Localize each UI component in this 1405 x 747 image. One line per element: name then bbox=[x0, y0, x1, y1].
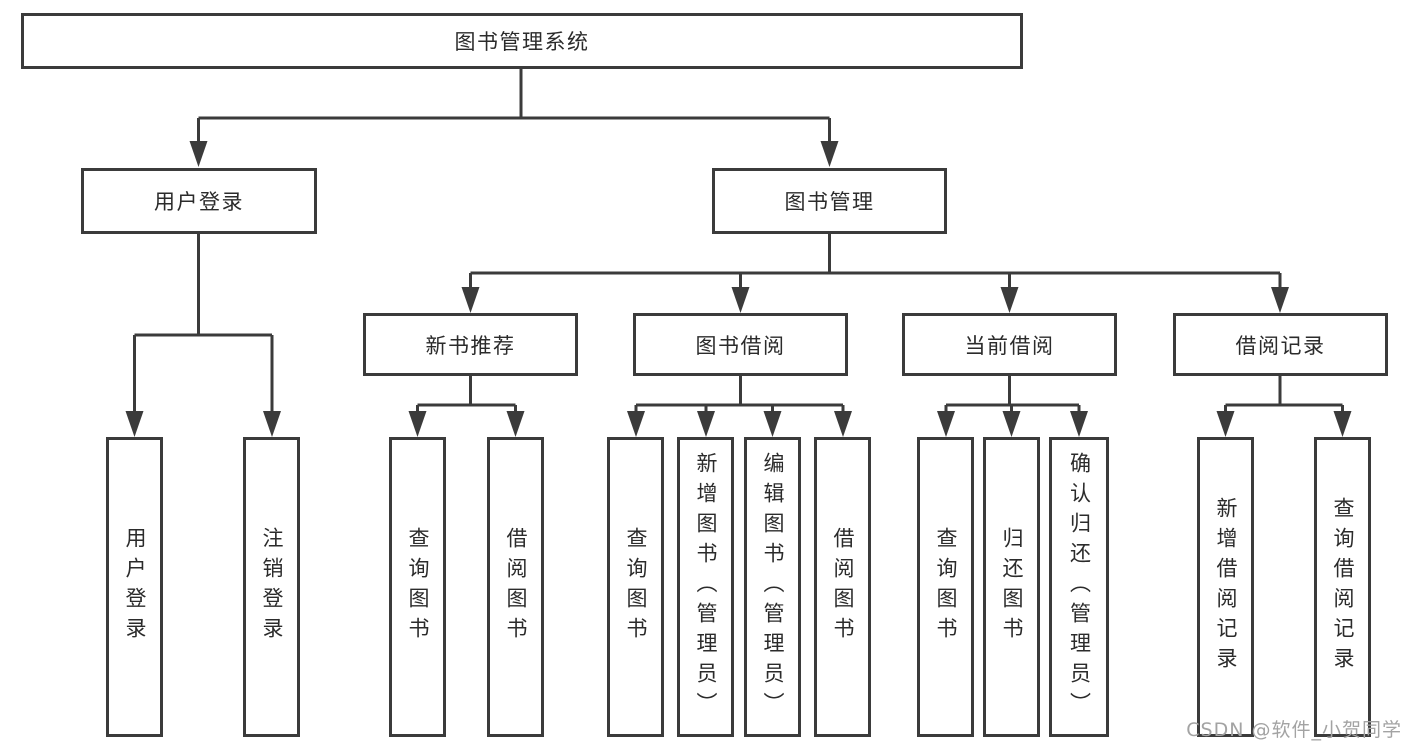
leaf-borrow-books: 借阅图书 bbox=[487, 437, 544, 737]
leaf-edit-books-admin: 编辑图书（管理员） bbox=[744, 437, 801, 737]
node-label: 借阅记录 bbox=[1235, 333, 1326, 358]
leaf-logout: 注销登录 bbox=[243, 437, 300, 737]
node-label: 查询图书 bbox=[624, 527, 648, 647]
leaf-query-books: 查询图书 bbox=[389, 437, 446, 737]
node-borrowing-records: 借阅记录 bbox=[1173, 313, 1388, 376]
leaf-borrow-books: 借阅图书 bbox=[814, 437, 871, 737]
node-user-login: 用户登录 bbox=[81, 168, 317, 234]
watermark-text: CSDN @软件_小贺同学 bbox=[1186, 719, 1402, 741]
node-library-management-system: 图书管理系统 bbox=[21, 13, 1023, 69]
node-label: 当前借阅 bbox=[964, 333, 1055, 358]
node-label: 查询图书 bbox=[406, 527, 430, 647]
leaf-add-borrowing-record: 新增借阅记录 bbox=[1197, 437, 1254, 737]
node-label: 查询借阅记录 bbox=[1331, 497, 1355, 677]
node-label: 图书管理 bbox=[784, 190, 875, 214]
node-label: 新书推荐 bbox=[425, 333, 516, 358]
leaf-query-books: 查询图书 bbox=[607, 437, 664, 737]
node-label: 图书管理系统 bbox=[454, 30, 590, 54]
node-label: 用户登录 bbox=[123, 527, 147, 647]
leaf-return-books: 归还图书 bbox=[983, 437, 1040, 737]
node-label: 用户登录 bbox=[154, 190, 244, 214]
node-label: 注销登录 bbox=[260, 527, 284, 647]
leaf-confirm-return-admin: 确认归还（管理员） bbox=[1049, 437, 1109, 737]
leaf-query-borrowing-record: 查询借阅记录 bbox=[1314, 437, 1371, 737]
node-label: 新增借阅记录 bbox=[1214, 497, 1238, 677]
node-label: 图书借阅 bbox=[695, 333, 786, 358]
node-label: 确认归还（管理员） bbox=[1067, 452, 1092, 722]
leaf-add-books-admin: 新增图书（管理员） bbox=[677, 437, 734, 737]
leaf-user-login: 用户登录 bbox=[106, 437, 163, 737]
node-book-management: 图书管理 bbox=[712, 168, 947, 234]
node-current-borrowing: 当前借阅 bbox=[902, 313, 1117, 376]
node-label: 查询图书 bbox=[934, 527, 958, 647]
node-new-book-recommendation: 新书推荐 bbox=[363, 313, 578, 376]
node-label: 编辑图书（管理员） bbox=[761, 452, 785, 722]
node-label: 归还图书 bbox=[1000, 527, 1024, 647]
node-label: 新增图书（管理员） bbox=[694, 452, 718, 722]
leaf-query-books: 查询图书 bbox=[917, 437, 974, 737]
node-label: 借阅图书 bbox=[504, 527, 528, 647]
node-book-borrowing: 图书借阅 bbox=[633, 313, 848, 376]
node-label: 借阅图书 bbox=[831, 527, 855, 647]
